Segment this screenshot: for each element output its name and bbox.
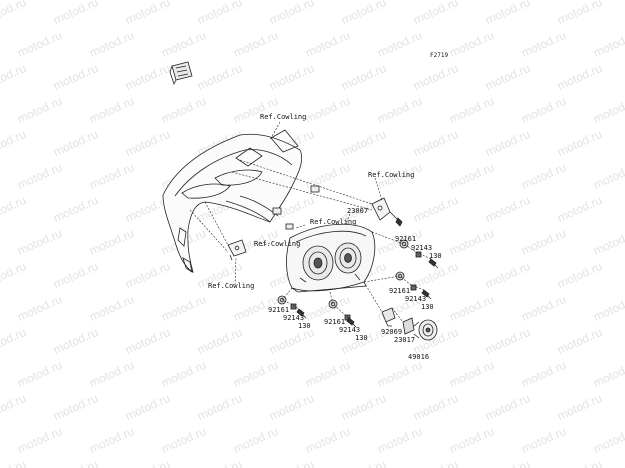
- part-label-92161-a: 92161: [395, 235, 417, 243]
- bolt-130-a: [428, 258, 439, 269]
- ref-cowling-label-left: Ref.Cowling: [208, 282, 255, 290]
- cover-49016: [402, 317, 415, 335]
- collar-92143-b: [290, 303, 297, 310]
- kawasaki-emblem-icon: [169, 61, 193, 86]
- part-label-23007: 23007: [347, 207, 369, 215]
- part-label-92143-d: 92143: [405, 295, 427, 303]
- part-label-92161-d: 92161: [389, 287, 411, 295]
- part-label-92143-c: 92143: [339, 326, 361, 334]
- part-label-92143-b: 92143: [283, 314, 305, 322]
- cowling-bracket-left: [227, 239, 247, 261]
- figure-code: F2719: [430, 52, 449, 59]
- clip-small-a: [310, 185, 320, 193]
- headlight-assembly: [286, 223, 376, 293]
- bolt-130-d: [421, 289, 432, 300]
- ref-cowling-label-mid2: Ref.Cowling: [254, 240, 301, 248]
- cowling-bracket-right: [371, 197, 403, 227]
- part-label-130-c: 130: [355, 334, 368, 342]
- part-label-130-b: 130: [298, 322, 311, 330]
- part-label-92161-c: 92161: [324, 318, 346, 326]
- part-label-92143-a: 92143: [411, 244, 433, 252]
- collar-92143-a: [415, 251, 422, 258]
- part-label-130-a: 130: [429, 252, 442, 260]
- ref-cowling-label-mid: Ref.Cowling: [310, 218, 357, 226]
- part-label-23017: 23017: [394, 336, 416, 344]
- part-label-130-d: 130: [421, 303, 434, 311]
- part-label-92069: 92069: [381, 328, 403, 336]
- ref-cowling-label-right: Ref.Cowling: [368, 171, 415, 179]
- grommet-92161-a: [399, 239, 409, 249]
- clip-small-b: [272, 207, 282, 215]
- part-label-92161-b: 92161: [268, 306, 290, 314]
- ref-cowling-label-top: Ref.Cowling: [260, 113, 307, 121]
- collar-92143-d: [410, 284, 417, 291]
- bolt-130-b: [296, 308, 307, 319]
- socket-92069: [381, 307, 396, 327]
- clip-small-c: [285, 223, 294, 230]
- part-label-49016: 49016: [408, 353, 430, 361]
- bolt-130-c: [346, 317, 357, 328]
